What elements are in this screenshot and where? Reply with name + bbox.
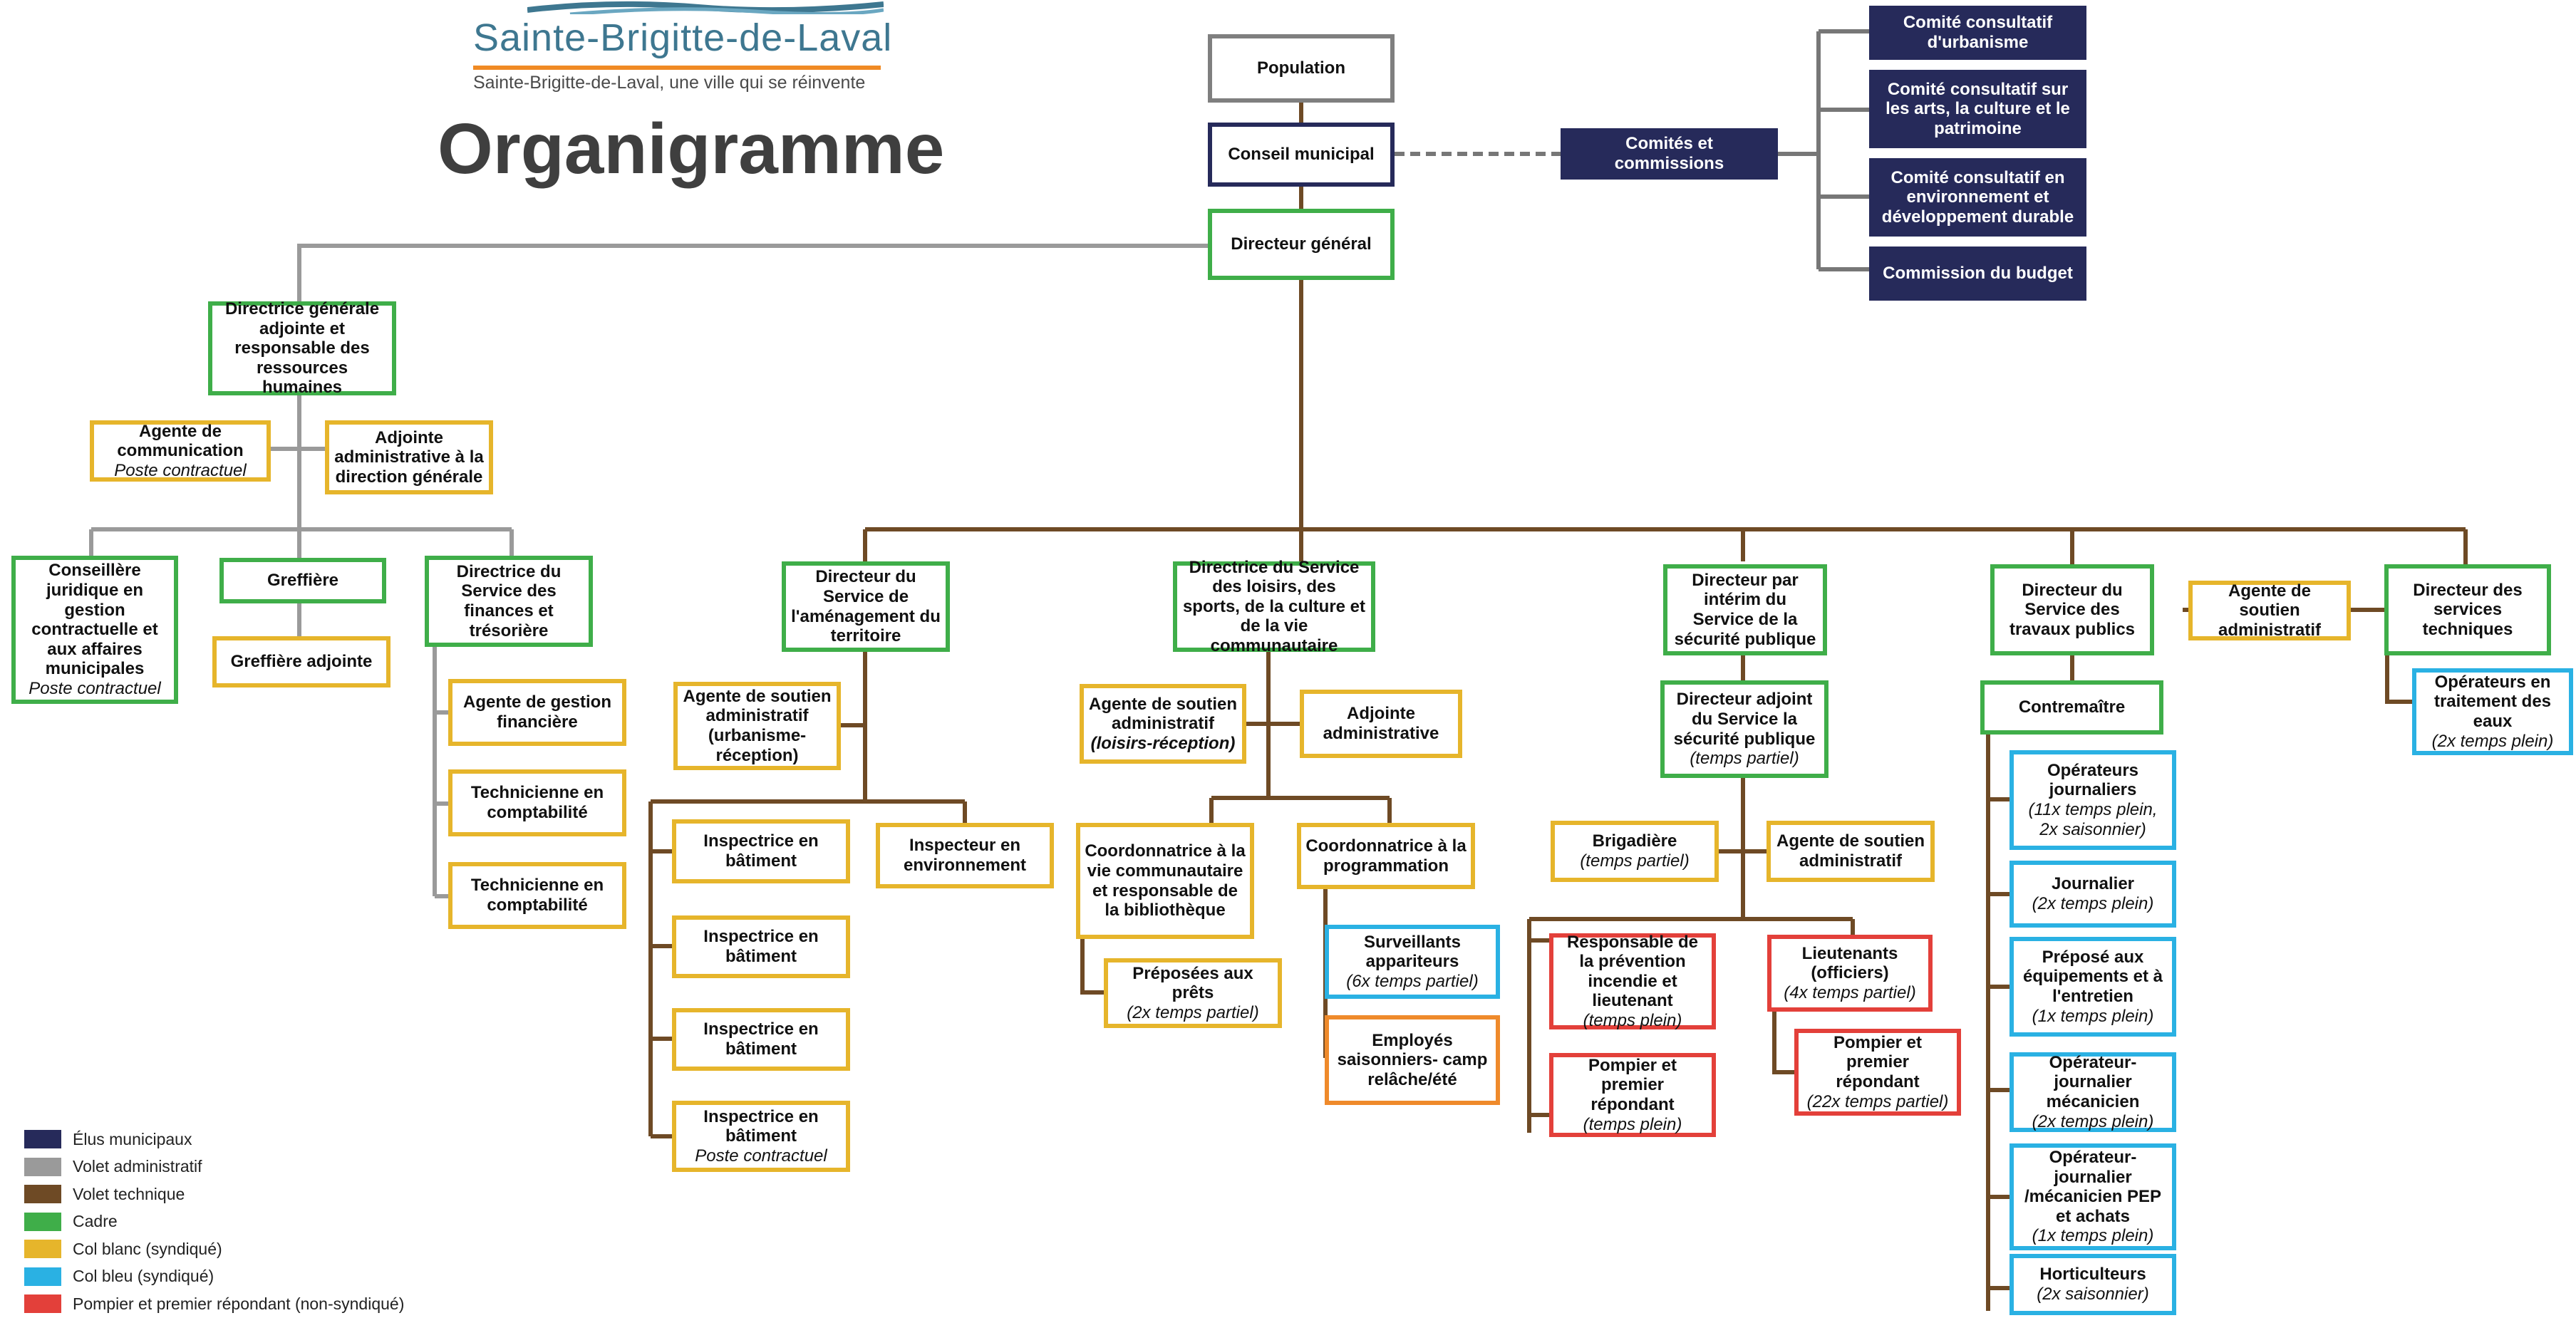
box-surveillants-appariteurs: Surveillants appariteurs(6x temps partie… xyxy=(1325,925,1500,999)
legend-item-col-blanc: Col blanc (syndiqué) xyxy=(24,1235,404,1263)
logo-wave-graphic xyxy=(527,1,884,14)
legend-swatch xyxy=(24,1157,61,1176)
box-inspecteur-environnement: Inspecteur en environnement xyxy=(876,823,1054,888)
box-agente-soutien-urbanisme: Agente de soutien administratif (urbanis… xyxy=(673,682,841,770)
legend-item-col-bleu: Col bleu (syndiqué) xyxy=(24,1263,404,1291)
box-operateurs-traitement-eaux: Opérateurs en traitement des eaux(2x tem… xyxy=(2412,668,2573,755)
box-commission-budget: Commission du budget xyxy=(1869,247,2086,301)
box-brigadiere: Brigadière(temps partiel) xyxy=(1551,821,1719,882)
legend-swatch xyxy=(24,1294,61,1314)
legend-item-pompier: Pompier et premier répondant (non-syndiq… xyxy=(24,1290,404,1318)
box-comites-commissions: Comités et commissions xyxy=(1561,128,1778,180)
connector-techniques-eaux xyxy=(2385,655,2412,704)
connector-securite-children xyxy=(1527,655,1855,1133)
box-pompier-temps-partiel: Pompier et premier répondant(22x temps p… xyxy=(1794,1029,1961,1116)
box-journalier: Journalier(2x temps plein) xyxy=(2009,861,2176,928)
box-greffiere: Greffière xyxy=(219,558,386,603)
box-operateur-journalier-pep: Opérateur-journalier /mécanicien PEP et … xyxy=(2009,1143,2176,1250)
box-directrice-loisirs: Directrice du Service des loisirs, des s… xyxy=(1173,558,1375,655)
box-directeur-amenagement: Directeur du Service de l'aménagement du… xyxy=(782,561,950,652)
box-operateurs-journaliers: Opérateurs journaliers(11x temps plein, … xyxy=(2009,750,2176,850)
box-adjointe-administrative: Adjointe administrative xyxy=(1300,690,1462,758)
box-comite-arts: Comité consultatif sur les arts, la cult… xyxy=(1869,70,2086,148)
box-agente-soutien-securite: Agente de soutien administratif xyxy=(1767,821,1935,882)
box-technicienne-comptabilite-2: Technicienne en comptabilité xyxy=(448,862,626,929)
box-inspectrice-batiment-3: Inspectrice en bâtiment xyxy=(672,1008,850,1071)
connector-comites-bracket xyxy=(1778,29,1869,271)
box-population: Population xyxy=(1208,34,1395,103)
legend-swatch xyxy=(24,1185,61,1204)
connector-dg-dga xyxy=(297,244,1208,301)
box-directrice-finances: Directrice du Service des finances et tr… xyxy=(425,556,593,647)
connector-dga-children xyxy=(89,395,514,558)
connector-dg-directors xyxy=(863,280,2468,564)
box-conseillere-juridique: Conseillère juridique en gestion contrac… xyxy=(11,556,178,704)
box-coord-programmation: Coordonnatrice à la programmation xyxy=(1297,823,1475,889)
box-comite-urbanisme: Comité consultatif d'urbanisme xyxy=(1869,6,2086,60)
box-directeur-services-techniques: Directeur des services techniques xyxy=(2384,564,2551,655)
box-adjointe-direction-generale: Adjointe administrative à la direction g… xyxy=(325,420,493,494)
brand-name: Sainte-Brigitte-de-Laval xyxy=(473,16,893,59)
box-inspectrice-batiment-2: Inspectrice en bâtiment xyxy=(672,915,850,978)
page-title: Organigramme xyxy=(438,109,945,189)
legend-item-elus: Élus municipaux xyxy=(24,1126,404,1153)
box-lieutenants: Lieutenants (officiers)(4x temps partiel… xyxy=(1767,935,1933,1012)
box-operateur-journalier-mecanicien: Opérateur-journalier mécanicien(2x temps… xyxy=(2009,1052,2176,1132)
legend-item-administratif: Volet administratif xyxy=(24,1153,404,1181)
box-agente-soutien-loisirs: Agente de soutien administratif(loisirs-… xyxy=(1080,684,1246,764)
box-directeur-adjoint-securite: Directeur adjoint du Service la sécurité… xyxy=(1660,680,1828,778)
legend-swatch xyxy=(24,1212,61,1231)
box-comite-environnement: Comité consultatif en environnement et d… xyxy=(1869,158,2086,237)
box-agente-gestion-financiere: Agente de gestion financière xyxy=(448,679,626,746)
box-employes-saisonniers: Employés saisonniers- camp relâche/été xyxy=(1325,1015,1500,1105)
box-horticulteurs: Horticulteurs(2x saisonnier) xyxy=(2009,1254,2176,1315)
connector-travaux-children xyxy=(1986,608,2384,1311)
box-directeur-travaux-publics: Directeur du Service des travaux publics xyxy=(1990,564,2154,655)
brand-tagline: Sainte-Brigitte-de-Laval, une ville qui … xyxy=(473,73,866,93)
box-greffiere-adjointe: Greffière adjointe xyxy=(212,636,390,687)
box-inspectrice-batiment-1: Inspectrice en bâtiment xyxy=(672,819,850,883)
box-directeur-securite: Directeur par intérim du Service de la s… xyxy=(1663,564,1827,655)
legend: Élus municipaux Volet administratif Vole… xyxy=(24,1126,404,1318)
legend-item-technique: Volet technique xyxy=(24,1181,404,1208)
box-prepose-equipements: Préposé aux équipements et à l'entretien… xyxy=(2009,937,2176,1037)
box-coord-vie-communautaire: Coordonnatrice à la vie communautaire et… xyxy=(1076,823,1254,939)
legend-swatch xyxy=(24,1130,61,1149)
box-agente-soutien-travaux: Agente de soutien administratif xyxy=(2188,581,2351,640)
box-responsable-prevention-incendie: Responsable de la prévention incendie et… xyxy=(1549,933,1716,1030)
box-technicienne-comptabilite-1: Technicienne en comptabilité xyxy=(448,769,626,836)
legend-swatch xyxy=(24,1240,61,1259)
legend-swatch xyxy=(24,1267,61,1286)
box-directeur-general: Directeur général xyxy=(1208,209,1395,280)
connector-finances-children xyxy=(433,645,448,898)
box-contremaitre: Contremaître xyxy=(1980,680,2163,735)
box-pompier-temps-plein: Pompier et premier répondant(temps plein… xyxy=(1549,1053,1716,1137)
box-dga-rh: Directrice générale adjointe et responsa… xyxy=(208,299,396,397)
brand-underline xyxy=(473,66,881,70)
box-conseil-municipal: Conseil municipal xyxy=(1208,123,1395,187)
connector-amenagement-children xyxy=(648,652,967,1138)
box-preposees-prets: Préposées aux prêts(2x temps partiel) xyxy=(1104,958,1282,1028)
legend-item-cadre: Cadre xyxy=(24,1208,404,1236)
